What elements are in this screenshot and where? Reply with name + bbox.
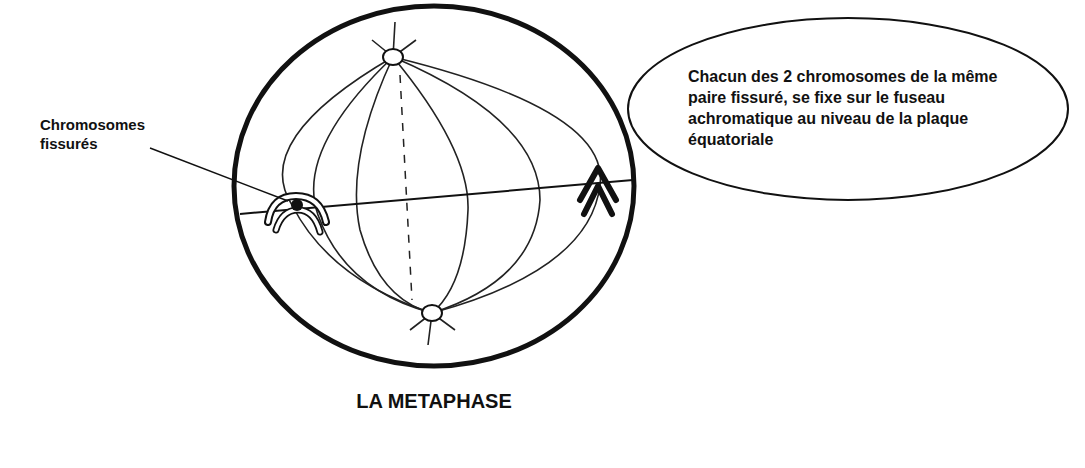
spindle-fibres (282, 22, 600, 345)
ellipse-outline (626, 16, 1070, 202)
callout-text: Chacun des 2 chromosomes de la même pair… (688, 67, 1008, 150)
callout-ellipse: Chacun des 2 chromosomes de la même pair… (626, 16, 1070, 202)
leader-line (150, 148, 288, 201)
figure-title: LA METAPHASE (234, 390, 634, 413)
central-fibre (400, 75, 412, 300)
chromosome (268, 196, 326, 232)
chromosome (580, 168, 616, 214)
centrosome (422, 305, 442, 321)
centrosome (383, 49, 403, 65)
part-label: Chromosomes fissurés (40, 116, 152, 154)
cell-membrane (234, 6, 634, 366)
